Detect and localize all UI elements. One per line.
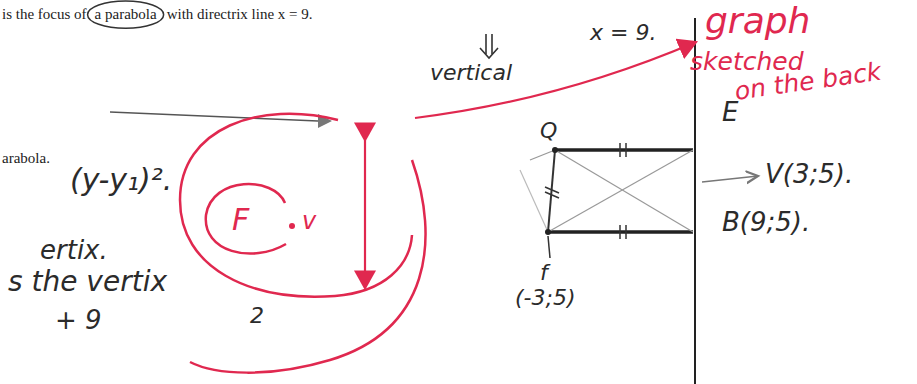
- handwritten-note: ertix.: [40, 236, 108, 266]
- printed-text: is the focus of: [2, 6, 87, 23]
- point-label: Q: [540, 118, 557, 143]
- point-label: B(9;5).: [722, 208, 810, 238]
- vertex-label: v: [302, 208, 316, 236]
- handwritten-note: x = 9.: [590, 20, 656, 45]
- focus-dot: [289, 223, 295, 229]
- parabola-sketch: [190, 160, 426, 373]
- point-label: V(3;5).: [765, 160, 853, 190]
- point-label: (-3;5): [515, 285, 576, 310]
- handwritten-formula: (y-y₁)².: [70, 163, 172, 198]
- width-arrow: [364, 140, 366, 288]
- construction-figure: [520, 143, 693, 258]
- handwritten-formula: + 9: [55, 306, 102, 336]
- parabola-sketch: [180, 114, 412, 297]
- printed-text: arabola.: [2, 150, 50, 167]
- pointer-arrow: [702, 176, 758, 182]
- handwritten-note: vertical: [430, 60, 512, 85]
- handwritten-note: s the vertix: [8, 266, 167, 298]
- note-arrow: [415, 42, 696, 118]
- focus-label: F: [232, 203, 249, 238]
- handwritten-formula: 2: [250, 303, 264, 328]
- circled-text: a parabola: [95, 6, 157, 23]
- implies-arrow: [480, 34, 498, 58]
- circle-mark: [88, 1, 164, 28]
- annotation-note: graph: [705, 0, 810, 41]
- printed-text: with directrix line x = 9.: [167, 6, 313, 23]
- focus-loop: [206, 184, 286, 254]
- point-label: f: [540, 260, 548, 285]
- point-label: E: [722, 98, 738, 128]
